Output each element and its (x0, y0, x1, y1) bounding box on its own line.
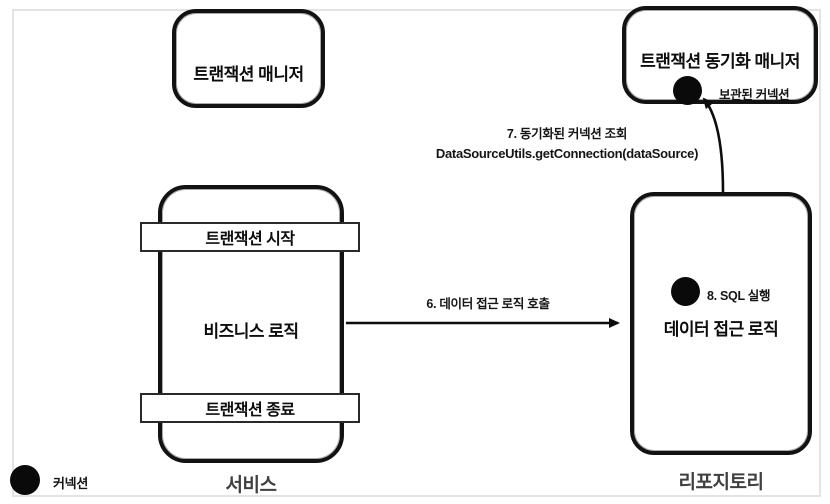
sync-manager-title: 트랜잭션 동기화 매니저 (640, 52, 800, 71)
legend-connection-label: 커넥션 (53, 476, 88, 491)
transaction-end-band: 트랜잭션 종료 (140, 393, 360, 423)
service-ground-label: 서비스 (225, 475, 277, 496)
stored-connection-label: 보관된 커넥션 (719, 88, 790, 102)
connection-dot-icon (10, 465, 40, 495)
sql-exec-label: 8. SQL 실행 (707, 289, 771, 303)
connection-dot-icon (671, 277, 700, 306)
call-arrow-label: 6. 데이터 접근 로직 호출 (426, 297, 550, 311)
business-logic-label: 비즈니스 로직 (203, 322, 299, 341)
lookup-arrow-label-line1: 7. 동기화된 커넥션 조회 (506, 127, 628, 141)
transaction-manager-title: 트랜잭션 매니저 (193, 65, 304, 84)
repository-box: 8. SQL 실행 데이터 접근 로직 (630, 192, 812, 455)
transaction-manager-box: 트랜잭션 매니저 (172, 9, 325, 108)
data-access-logic-label: 데이터 접근 로직 (663, 320, 779, 339)
transaction-end-label: 트랜잭션 종료 (205, 402, 295, 419)
lookup-arrow-label-line2: DataSourceUtils.getConnection(dataSource… (435, 146, 699, 161)
sync-manager-box: 트랜잭션 동기화 매니저 보관된 커넥션 (622, 6, 818, 105)
repository-ground-label: 리포지토리 (678, 472, 764, 493)
transaction-start-label: 트랜잭션 시작 (205, 231, 295, 248)
lookup-arrow-label: 7. 동기화된 커넥션 조회 DataSourceUtils.getConnec… (422, 125, 712, 163)
transaction-start-band: 트랜잭션 시작 (140, 222, 360, 252)
connection-dot-icon (673, 76, 702, 105)
